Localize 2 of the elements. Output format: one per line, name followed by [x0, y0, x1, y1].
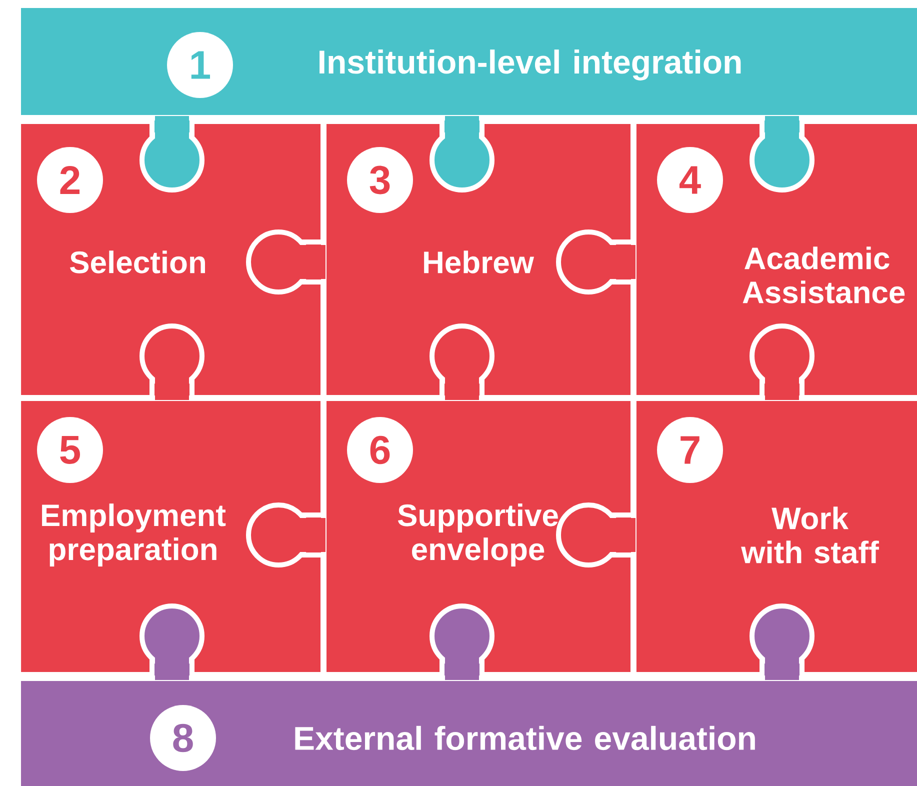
number-badge: 2 [37, 147, 103, 213]
piece-label: Selection [70, 250, 205, 274]
